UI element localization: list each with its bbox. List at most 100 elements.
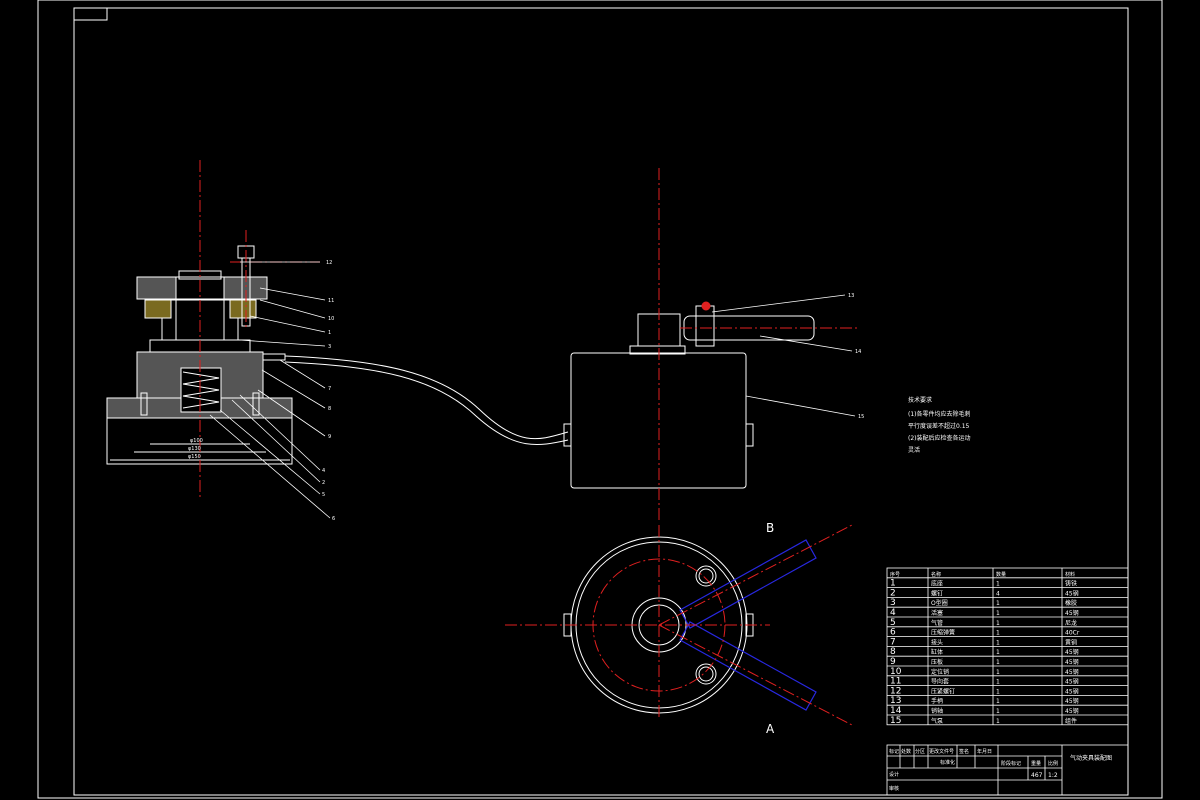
balloon-1: 1 (328, 330, 331, 336)
bom-cell: 10 (890, 667, 902, 677)
balloon-9: 9 (328, 434, 331, 440)
bom-cell: 导向套 (931, 678, 949, 686)
title-block-cell: 年月日 (977, 748, 992, 755)
bom-cell: 气管 (931, 619, 943, 627)
notes-title: 技术要求 (908, 396, 932, 404)
bom-cell: 45钢 (1065, 687, 1079, 695)
bom-cell: 45钢 (1065, 707, 1079, 715)
bom-cell: 销轴 (931, 707, 943, 715)
sheet-frame (37, 0, 1163, 799)
tb-weight-label: 重量 (1031, 760, 1041, 767)
title-block-cell: 处数 (901, 748, 911, 755)
bom-cell: 45钢 (1065, 648, 1079, 656)
bom-cell: 1 (890, 579, 896, 589)
section-view (106, 245, 569, 465)
balloon-labels: 12 11 10 1 3 7 8 9 4 2 5 6 13 14 15 (322, 260, 864, 522)
bom-cell: 黄铜 (1065, 638, 1077, 646)
bom-cell: 7 (890, 637, 896, 647)
notes-line-4: 灵活 (908, 446, 920, 454)
view-label-b: B (766, 521, 774, 535)
bom-cell: 底座 (931, 580, 943, 588)
balloon-3: 3 (328, 344, 331, 350)
dimension-labels: φ100 φ130 φ150 (188, 438, 203, 460)
balloon-10: 10 (328, 316, 334, 322)
notes-line-2: 平行度误差不超过0.15 (908, 422, 970, 430)
balloon-4: 4 (322, 468, 325, 474)
balloon-11: 11 (328, 298, 334, 304)
bom-cell: 缸体 (931, 648, 943, 656)
bom-cell: 1 (996, 659, 1000, 666)
bom-cell: 45钢 (1065, 668, 1079, 676)
bom-cell: 6 (890, 628, 896, 638)
tb-standard: 标准化 (940, 759, 955, 766)
bom-cell: 15 (890, 716, 901, 726)
bom-cell: 1 (996, 610, 1000, 617)
tb-design: 设计 (889, 771, 899, 778)
front-view (563, 294, 856, 489)
tb-weight: 467 (1031, 772, 1043, 779)
balloon-13: 13 (848, 293, 854, 299)
bom-cell: 8 (890, 647, 896, 657)
bom-cell: 气泵 (931, 717, 943, 725)
technical-notes: 技术要求 (1)各零件均应去除毛刺 平行度误差不超过0.15 (2)装配后应检查… (908, 396, 971, 454)
bom-cell: 1 (996, 581, 1000, 588)
bom-header-cell: 数量 (996, 571, 1006, 578)
bom-cell: 尼龙 (1065, 619, 1077, 627)
bom-cell: 45钢 (1065, 609, 1079, 617)
bom-cell: 1 (996, 708, 1000, 715)
balloon-7: 7 (328, 386, 331, 392)
bom-header-cell: 名称 (931, 571, 941, 578)
bom-cell: 1 (996, 649, 1000, 656)
bom-cell: 45钢 (1065, 678, 1079, 686)
balloon-2: 2 (322, 480, 325, 486)
bom-header-cell: 材料 (1065, 571, 1075, 578)
bom-cell: 活塞 (931, 609, 943, 617)
bom-cell: 1 (996, 620, 1000, 627)
view-label-a: A (766, 722, 775, 736)
bom-cell: 1 (996, 639, 1000, 646)
bom-cell: 9 (890, 657, 896, 667)
bom-cell: 11 (890, 677, 901, 687)
top-view-handles (679, 539, 817, 711)
bom-cell: 铸铁 (1065, 580, 1077, 588)
bom-cell: 40Cr (1065, 630, 1080, 637)
balloon-15: 15 (858, 414, 864, 420)
bom-cell: 1 (996, 630, 1000, 637)
dim-d3: φ150 (188, 454, 201, 460)
balloon-12: 12 (326, 260, 332, 266)
balloon-6: 6 (332, 516, 335, 522)
bom-cell: 45钢 (1065, 697, 1079, 705)
bom-cell: 螺钉 (931, 589, 943, 597)
balloon-5: 5 (322, 492, 325, 498)
bom-cell: 定位销 (931, 668, 949, 676)
bom-cell: 压板 (931, 658, 943, 666)
tb-drawing-title: 气动夹具装配图 (1070, 754, 1112, 762)
notes-line-1: (1)各零件均应去除毛刺 (908, 410, 971, 418)
bom-cell: 2 (890, 588, 896, 598)
balloon-leaders (209, 261, 331, 519)
bom-cell: 1 (996, 688, 1000, 695)
title-block-cell: 标记 (889, 748, 899, 755)
bom-cell: 橡胶 (1065, 599, 1077, 607)
title-block: 标记处数分区更改文件号签名年月日 设计 标准化 审核 阶段标记 重量 比例 46… (886, 744, 1129, 796)
bom-header-cell: 序号 (890, 571, 900, 578)
dim-d2: φ130 (188, 446, 201, 452)
bom-cell: 4 (996, 590, 1000, 597)
bom-cell: 3 (890, 598, 896, 608)
bom-cell: 5 (890, 618, 896, 628)
balloon-14: 14 (855, 349, 861, 355)
bom-cell: 手柄 (931, 697, 943, 705)
top-view-centerlines (505, 524, 853, 726)
bom-cell: 1 (996, 718, 1000, 725)
bom-cell: 1 (996, 669, 1000, 676)
bom-cell: 45钢 (1065, 658, 1079, 666)
bom-cell: 1 (996, 698, 1000, 705)
dim-d1: φ100 (190, 438, 203, 444)
tb-audit: 审核 (889, 785, 899, 792)
bom-cell: 13 (890, 696, 901, 706)
tb-stage: 阶段标记 (1001, 760, 1021, 767)
notes-line-3: (2)装配后应检查各运动 (908, 434, 971, 442)
bom-cell: 12 (890, 686, 901, 696)
